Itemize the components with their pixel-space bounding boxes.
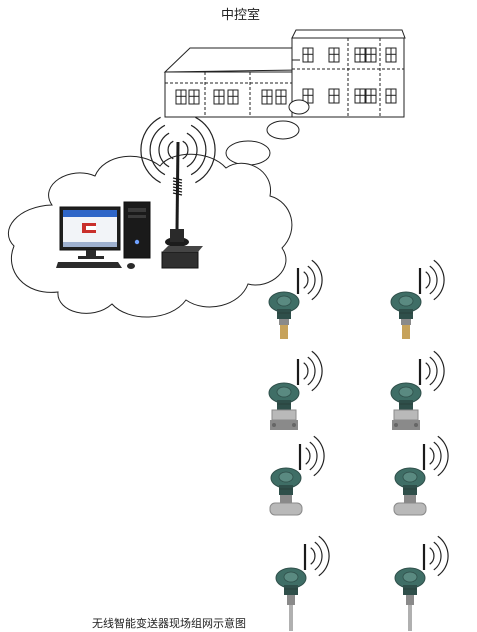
- wireless-waves-icon-6: [429, 435, 449, 477]
- transmitter-grid: [268, 259, 449, 631]
- transmitter-icon-7: [275, 544, 307, 631]
- transmitter-icon-2: [390, 268, 422, 339]
- wireless-waves-icon-7: [310, 535, 330, 577]
- wireless-waves-icon-4: [425, 350, 445, 392]
- transmitter-icon-8: [394, 544, 426, 631]
- wireless-waves-icon-1: [303, 259, 323, 301]
- cloud-connector-bubbles: [225, 99, 310, 166]
- antenna-icon: [161, 141, 203, 269]
- transmitter-icon-5: [269, 444, 303, 516]
- wireless-waves-icon-5: [305, 435, 325, 477]
- transmitter-icon-1: [268, 268, 300, 339]
- building-icon: [163, 29, 406, 118]
- diagram-caption: 无线智能变送器现场组网示意图: [92, 617, 246, 630]
- wireless-waves-icon: [140, 116, 216, 184]
- wireless-waves-icon-3: [303, 350, 323, 392]
- computer-icon: [56, 201, 151, 269]
- wireless-waves-icon-2: [425, 259, 445, 301]
- transmitter-icon-4: [390, 359, 422, 430]
- wireless-waves-icon-8: [429, 535, 449, 577]
- transmitter-icon-6: [393, 444, 427, 516]
- transmitter-icon-3: [268, 359, 300, 430]
- control-room-label: 中控室: [221, 8, 261, 23]
